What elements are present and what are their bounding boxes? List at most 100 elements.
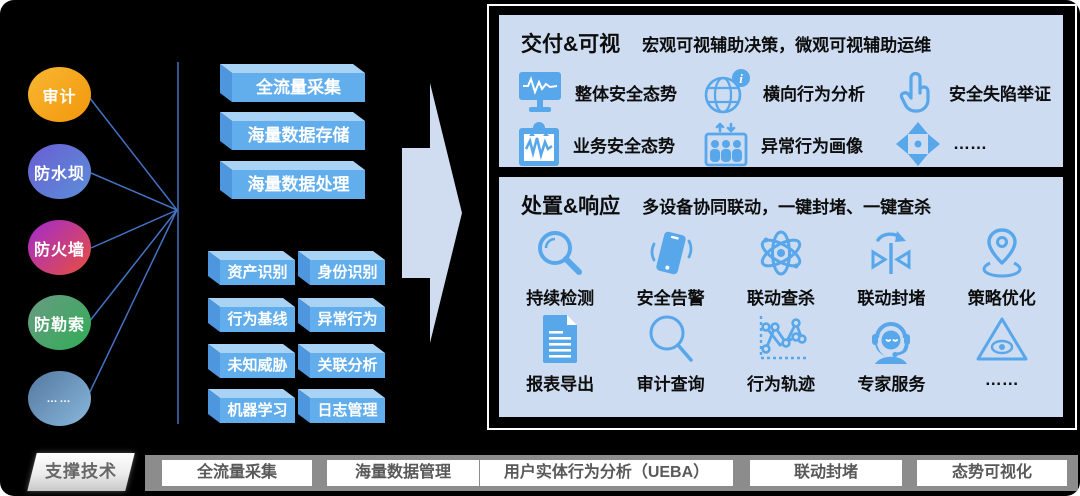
phone-alert-icon (647, 227, 695, 279)
box-abnormal-behavior: 异常行为 (310, 307, 385, 332)
box-correlation-analysis: 关联分析 (310, 353, 385, 378)
response-item: 安全告警 (615, 224, 725, 310)
delivery-items-grid: 整体安全态势 i 横向行为分析 安全失陷举证 业务安全态势 (517, 66, 1063, 170)
response-item-label: 报表导出 (526, 375, 595, 394)
box-label: 异常行为 (317, 311, 378, 328)
left-node-2: 防火墙 (28, 220, 91, 275)
response-item: 行为轨迹 (726, 310, 836, 396)
delivery-item-label: 业务安全态势 (573, 136, 675, 156)
report-doc-icon (538, 313, 582, 365)
left-node-0: 审计 (28, 67, 91, 122)
response-panel-subtitle: 多设备协同联动，一键封堵、一键查杀 (642, 198, 932, 217)
support-item: 联动封堵 (750, 460, 902, 486)
response-item-label: 联动封堵 (857, 289, 926, 308)
box-log-management: 日志管理 (310, 398, 385, 423)
capability-panel: 交付&可视 宏观可视辅助决策，微观可视辅助运维 整体安全态势 i 横向行为分析 (487, 4, 1077, 430)
response-item-label: 持续检测 (526, 289, 595, 308)
box-machine-learning: 机器学习 (220, 398, 295, 423)
box-label: 海量数据处理 (247, 175, 350, 194)
response-item-label: 策略优化 (967, 289, 1036, 308)
box-label: 日志管理 (317, 402, 378, 419)
box-mass-data-storage: 海量数据存储 (232, 121, 365, 150)
left-node-label: 防火墙 (33, 241, 85, 259)
delivery-item-label: 横向行为分析 (763, 84, 865, 104)
svg-text:i: i (739, 71, 743, 86)
eye-triangle-icon (976, 315, 1028, 363)
delivery-item-label: 整体安全态势 (575, 84, 677, 104)
delivery-visibility-panel: 交付&可视 宏观可视辅助决策，微观可视辅助运维 整体安全态势 i 横向行为分析 (499, 15, 1063, 167)
delivery-item: 业务安全态势 (517, 118, 703, 170)
people-group-icon (703, 121, 749, 167)
left-node-4: …… (28, 371, 91, 426)
delivery-item-label: …… (953, 134, 987, 153)
move-arrows-icon (895, 121, 941, 167)
left-node-label: 防勒索 (33, 316, 85, 334)
response-panel: 处置&响应 多设备协同联动，一键封堵、一键查杀 持续检测 安全告警 (499, 177, 1063, 417)
delivery-panel-header: 交付&可视 宏观可视辅助决策，微观可视辅助运维 (499, 15, 1063, 58)
response-panel-header: 处置&响应 多设备协同联动，一键封堵、一键查杀 (499, 177, 1063, 220)
support-item: 海量数据管理 (327, 460, 479, 486)
atom-icon (755, 227, 807, 279)
support-item: 全流量采集 (162, 460, 312, 486)
response-item-label: 审计查询 (636, 375, 705, 394)
box-label: 全流量采集 (256, 78, 341, 97)
left-node-label: 防水坝 (33, 165, 85, 183)
response-item: 报表导出 (505, 310, 615, 396)
trajectory-icon (753, 313, 809, 365)
box-label: 行为基线 (227, 311, 288, 328)
response-item-label: …… (984, 370, 1019, 389)
delivery-item: 异常行为画像 (703, 118, 895, 170)
box-asset-identify: 资产识别 (220, 260, 295, 285)
response-item: 策略优化 (947, 224, 1057, 310)
box-label: 身份识别 (317, 264, 378, 281)
delivery-item: 安全失陷举证 (895, 66, 1071, 118)
support-tech-bar: 全流量采集 海量数据管理 用户实体行为分析（UEBA） 联动封堵 态势可视化 (145, 455, 1078, 491)
box-label: 关联分析 (317, 357, 378, 374)
response-item: 联动封堵 (836, 224, 946, 310)
response-item-label: 专家服务 (857, 375, 926, 394)
location-pin-icon (976, 227, 1028, 279)
left-node-3: 防勒索 (28, 295, 91, 350)
left-node-label: 审计 (42, 88, 77, 106)
delivery-item: …… (895, 118, 1071, 170)
response-item: 持续检测 (505, 224, 615, 310)
block-arrows-icon (863, 227, 919, 279)
left-node-label: …… (46, 392, 73, 405)
response-item-label: 安全告警 (636, 289, 705, 308)
delivery-item: i 横向行为分析 (703, 66, 895, 118)
box-unknown-threat: 未知威胁 (220, 353, 295, 378)
search-icon (645, 313, 697, 365)
globe-info-icon: i (703, 69, 751, 115)
delivery-panel-title: 交付&可视 (521, 33, 621, 56)
box-label: 机器学习 (227, 402, 288, 419)
right-arrow-icon (402, 83, 462, 343)
response-item-label: 行为轨迹 (746, 375, 815, 394)
box-label: 资产识别 (227, 264, 288, 281)
response-item: 专家服务 (836, 310, 946, 396)
support-agent-icon (865, 314, 917, 364)
response-item: …… (947, 310, 1057, 396)
box-identity-identify: 身份识别 (310, 260, 385, 285)
response-item: 审计查询 (615, 310, 725, 396)
support-item: 用户实体行为分析（UEBA） (480, 460, 733, 486)
box-label: 海量数据存储 (247, 126, 350, 145)
left-node-1: 防水坝 (28, 144, 91, 199)
delivery-item-label: 异常行为画像 (761, 136, 863, 156)
monitor-waveform-icon (517, 70, 563, 114)
box-mass-data-processing: 海量数据处理 (232, 170, 365, 199)
hand-pointer-icon (895, 69, 937, 115)
delivery-item: 整体安全态势 (517, 66, 703, 118)
delivery-panel-subtitle: 宏观可视辅助决策，微观可视辅助运维 (642, 36, 932, 55)
badge-waveform-icon (517, 120, 561, 168)
box-behavior-baseline: 行为基线 (220, 307, 295, 332)
response-item: 联动查杀 (726, 224, 836, 310)
response-item-label: 联动查杀 (746, 289, 815, 308)
box-label: 未知威胁 (227, 357, 288, 374)
support-item: 态势可视化 (917, 460, 1067, 486)
magnifier-icon (534, 227, 586, 279)
response-items-grid: 持续检测 安全告警 联动查杀 联动封堵 (505, 224, 1057, 396)
box-full-traffic-capture: 全流量采集 (232, 73, 365, 102)
delivery-item-label: 安全失陷举证 (949, 84, 1051, 104)
